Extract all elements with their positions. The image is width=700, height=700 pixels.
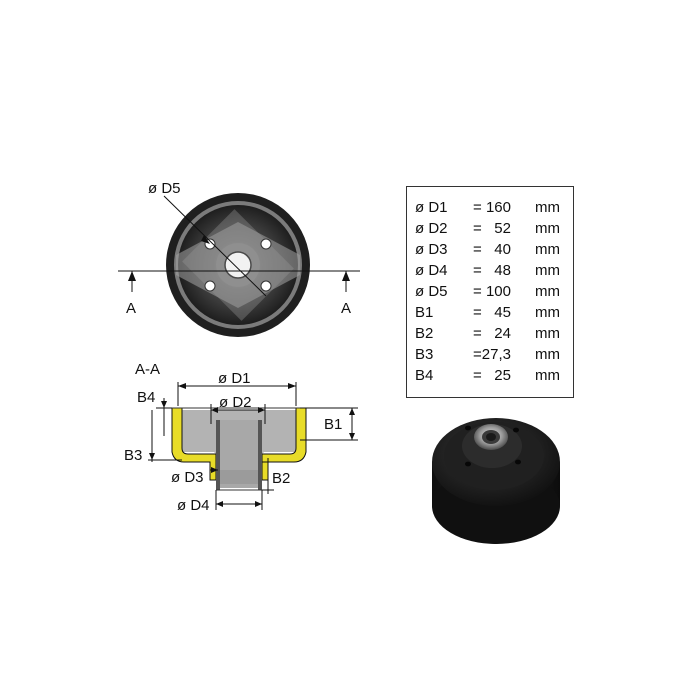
hub-bore [224,251,252,279]
d4-arrow-left [216,501,223,507]
spec-value: = 160 [473,199,511,216]
spec-row: B4 = 25 mm [407,367,573,388]
spec-name: B3 [415,346,434,363]
spec-name: ø D3 [415,241,448,258]
spec-unit: mm [535,325,560,342]
d3-label: ø D3 [171,469,204,486]
photo-bolt-hole [513,427,519,433]
b4-arrow [161,401,167,408]
bolt-hole [204,280,216,292]
spec-value: = 25 [473,367,511,384]
hub-wall-left [216,420,220,490]
spec-name: B4 [415,367,434,384]
spec-row: ø D2 = 52 mm [407,220,573,241]
d5-arrow-head [201,235,210,244]
section-arrow-right-head [342,271,350,281]
d2-arrow-left [211,407,218,413]
spec-table: ø D1 = 160 mm ø D2 = 52 mm ø D3 = 40 mm … [406,186,574,398]
hub-wall-right [258,420,262,490]
hub-inner-band [218,470,260,484]
spec-row: B1 = 45 mm [407,304,573,325]
spec-unit: mm [535,367,560,384]
spec-value: =27,3 [473,346,511,363]
spec-name: ø D1 [415,199,448,216]
spec-name: B1 [415,304,434,321]
spec-value: = 100 [473,283,511,300]
spec-row: ø D3 = 40 mm [407,241,573,262]
bolt-hole [260,238,272,250]
spec-value: = 52 [473,220,511,237]
spec-unit: mm [535,220,560,237]
d2-label: ø D2 [219,394,252,411]
b1-arrow-bottom [349,433,355,440]
b2-label: B2 [272,470,290,487]
spec-unit: mm [535,241,560,258]
spec-row: ø D5 = 100 mm [407,283,573,304]
spec-value: = 48 [473,262,511,279]
spec-row: ø D4 = 48 mm [407,262,573,283]
spec-name: ø D5 [415,283,448,300]
d4-label: ø D4 [177,497,210,514]
d4-arrow-right [255,501,262,507]
section-label-right: A [341,300,351,317]
spec-unit: mm [535,346,560,363]
b4-label: B4 [137,389,155,406]
b3-label: B3 [124,447,142,464]
spec-name: B2 [415,325,434,342]
bearing-bore [486,433,496,441]
top-view: A A ø D5 [118,180,360,337]
d1-label: ø D1 [218,370,251,387]
spec-unit: mm [535,283,560,300]
spec-value: = 45 [473,304,511,321]
spec-value: = 40 [473,241,511,258]
section-view: A-A ø D1 ø D2 [124,361,358,514]
section-label-left: A [126,300,136,317]
d2-arrow-right [258,407,265,413]
spec-name: ø D4 [415,262,448,279]
photo-bolt-hole [465,425,471,431]
spec-value: = 24 [473,325,511,342]
b1-label: B1 [324,416,342,433]
spec-unit: mm [535,304,560,321]
section-arrow-left-head [128,271,136,281]
spec-row: ø D1 = 160 mm [407,199,573,220]
section-title: A-A [135,361,160,378]
d1-arrow-left [178,383,186,389]
bolt-hole [260,280,272,292]
spec-name: ø D2 [415,220,448,237]
spec-row: B2 = 24 mm [407,325,573,346]
d1-arrow-right [288,383,296,389]
product-photo [432,418,560,544]
photo-bolt-hole [515,459,521,465]
d5-label: ø D5 [148,180,181,197]
spec-unit: mm [535,262,560,279]
spec-row: B3 =27,3 mm [407,346,573,367]
d3-arrow [211,467,218,473]
b1-arrow-top [349,408,355,415]
b3-arrow [149,453,155,460]
spec-unit: mm [535,199,560,216]
d5-leader-line [163,195,267,297]
photo-bolt-hole [465,461,471,467]
